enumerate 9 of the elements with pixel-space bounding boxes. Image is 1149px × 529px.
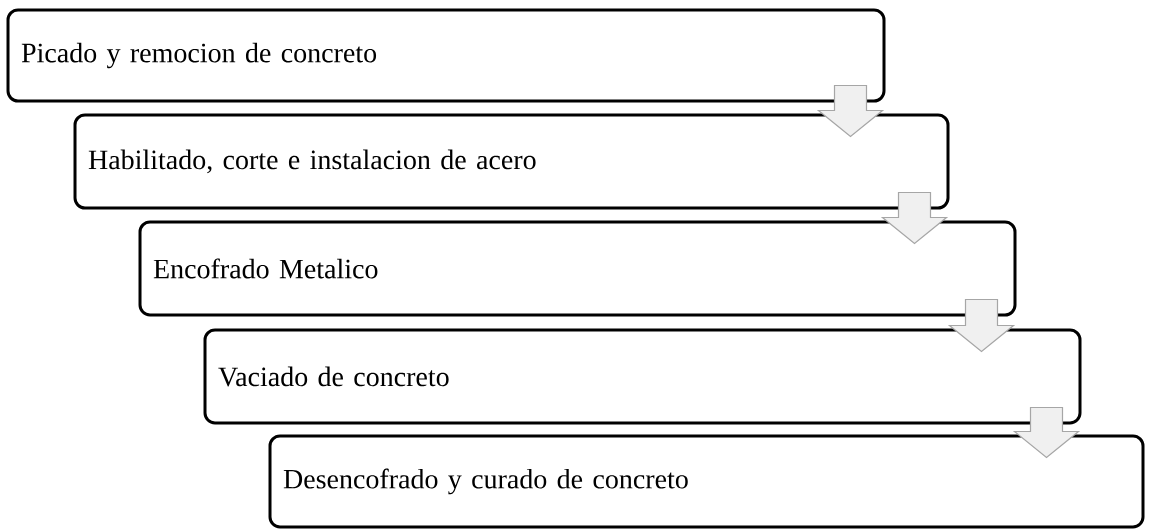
process-box: Vaciado de concreto bbox=[203, 328, 1082, 425]
process-box: Desencofrado y curado de concreto bbox=[268, 434, 1145, 529]
arrow bbox=[947, 298, 1016, 353]
process-box: Habilitado, corte e instalacion de acero bbox=[73, 113, 950, 210]
arrow bbox=[880, 191, 949, 245]
arrow bbox=[816, 84, 885, 138]
process-box: Encofrado Metalico bbox=[138, 220, 1017, 317]
arrow bbox=[1012, 406, 1081, 459]
process-box: Picado y remocion de concreto bbox=[6, 8, 886, 103]
